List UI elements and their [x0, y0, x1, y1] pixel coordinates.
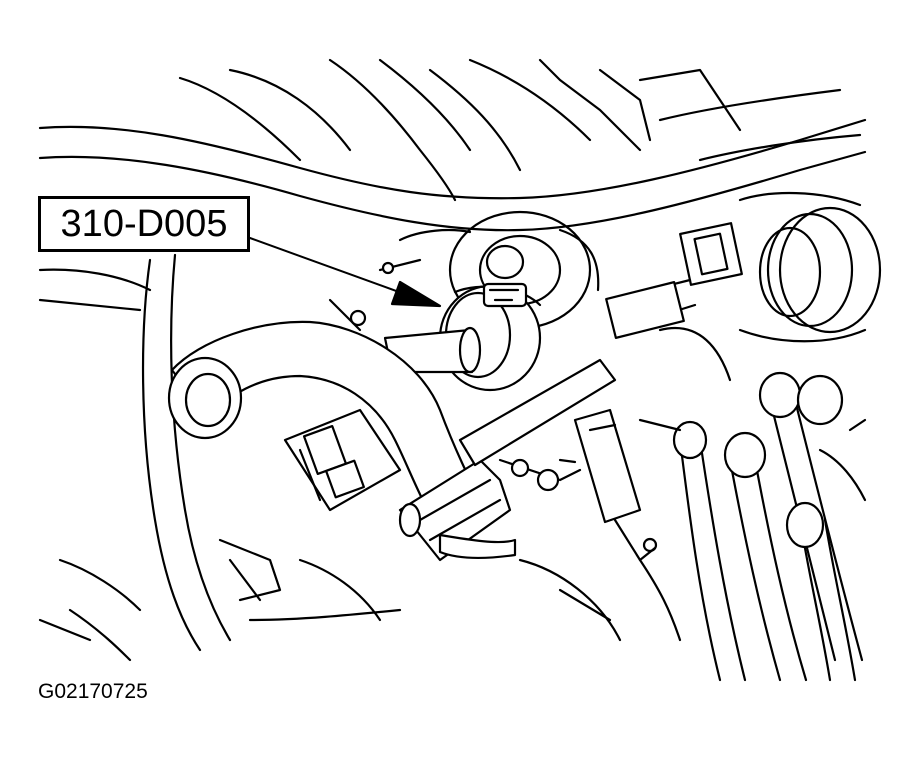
sensor-assembly [458, 358, 658, 562]
electrical-connector-left [283, 408, 402, 512]
right-cylindrical-component [738, 191, 882, 343]
spark-plug-wires [638, 371, 867, 682]
lower-brackets [218, 261, 732, 642]
hose-clamp [398, 458, 517, 562]
special-tool-callout: 310-D005 [38, 196, 250, 252]
drive-shaft [383, 326, 482, 374]
figure-number: G02170725 [38, 680, 148, 703]
upper-frame-members [38, 58, 867, 232]
leader-arrow [249, 237, 442, 308]
electrical-connector-upper [605, 222, 743, 339]
left-frame-rails [38, 253, 232, 662]
